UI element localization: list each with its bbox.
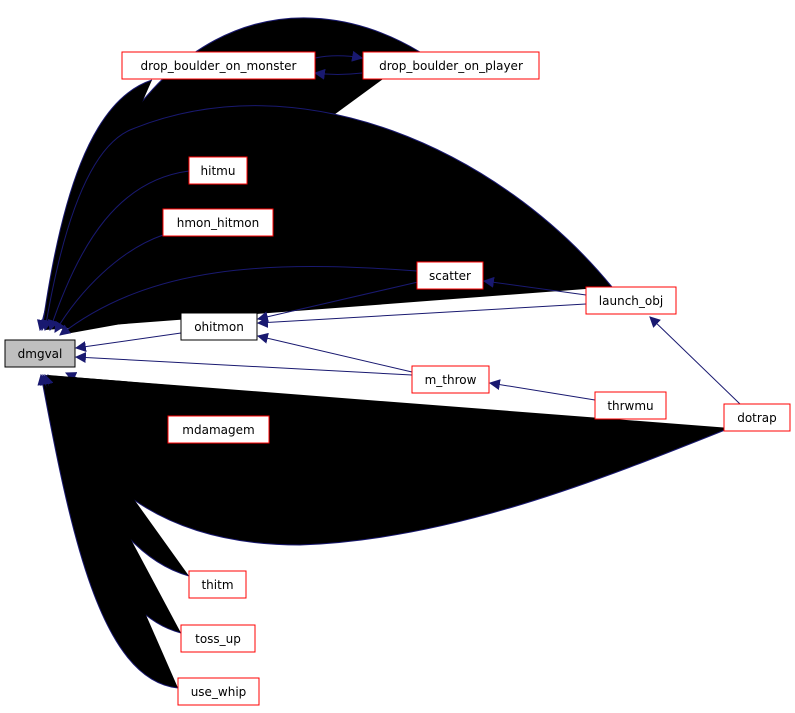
- edge-scatter-to-ohitmon: [256, 281, 419, 323]
- node-drop-boulder-on-player[interactable]: drop_boulder_on_player: [362, 51, 540, 80]
- edge-player-to-monster: [313, 68, 363, 80]
- edge-dotrap-to-launch-obj: [649, 316, 741, 405]
- node-dmgval-box: [4, 339, 76, 368]
- node-use-whip-box: [177, 677, 260, 706]
- node-ohitmon[interactable]: ohitmon: [180, 312, 258, 341]
- node-m-throw-label: m_throw: [425, 373, 477, 387]
- edge-ohitmon-to-dmgval: [74, 332, 182, 353]
- node-scatter-box: [416, 261, 484, 290]
- edge-launch-obj-to-ohitmon: [256, 303, 587, 328]
- node-thrwmu-box: [594, 391, 667, 420]
- edge-thrwmu-to-m-throw: [488, 379, 596, 401]
- node-thitm-box: [188, 570, 247, 599]
- edges: [36, 17, 741, 689]
- node-drop-boulder-on-player-label: drop_boulder_on_player: [379, 59, 523, 73]
- node-toss-up-label: toss_up: [195, 632, 241, 646]
- node-drop-boulder-on-monster[interactable]: drop_boulder_on_monster: [121, 51, 316, 80]
- node-mdamagem-box: [167, 415, 270, 444]
- node-hitmu-label: hitmu: [201, 164, 236, 178]
- node-ohitmon-label: ohitmon: [194, 320, 244, 334]
- node-use-whip-label: use_whip: [191, 685, 247, 699]
- edge-use-whip-to-dmgval: [37, 373, 179, 689]
- node-m-throw[interactable]: m_throw: [411, 365, 490, 394]
- node-thrwmu[interactable]: thrwmu: [594, 391, 667, 420]
- node-scatter[interactable]: scatter: [416, 261, 484, 290]
- node-scatter-label: scatter: [429, 269, 471, 283]
- node-mdamagem-label: mdamagem: [182, 423, 254, 437]
- node-thitm-label: thitm: [201, 578, 233, 592]
- node-toss-up[interactable]: toss_up: [180, 624, 256, 653]
- node-hmon-hitmon-label: hmon_hitmon: [177, 216, 260, 230]
- edge-m-throw-to-dmgval: [74, 352, 413, 376]
- edge-hitmu-to-dmgval: [47, 170, 190, 332]
- edge-scatter-to-dmgval: [59, 266, 418, 336]
- node-thitm[interactable]: thitm: [188, 570, 247, 599]
- node-drop-boulder-on-player-box: [362, 51, 540, 80]
- node-ohitmon-box: [180, 312, 258, 341]
- node-dmgval[interactable]: dmgval: [4, 339, 76, 368]
- edge-launch-obj-to-scatter: [482, 276, 587, 296]
- node-hitmu-box: [188, 156, 248, 185]
- node-launch-obj-box: [585, 286, 677, 315]
- node-dotrap-label: dotrap: [737, 411, 777, 425]
- node-thrwmu-label: thrwmu: [607, 399, 653, 413]
- node-toss-up-box: [180, 624, 256, 653]
- node-hitmu[interactable]: hitmu: [188, 156, 248, 185]
- edge-m-throw-to-ohitmon: [256, 332, 413, 373]
- node-hmon-hitmon-box: [162, 208, 274, 237]
- edge-hmon-hitmon-to-dmgval: [54, 234, 164, 333]
- node-use-whip[interactable]: use_whip: [177, 677, 260, 706]
- node-hmon-hitmon[interactable]: hmon_hitmon: [162, 208, 274, 237]
- node-dmgval-label: dmgval: [18, 347, 63, 361]
- node-drop-boulder-on-monster-box: [121, 51, 316, 80]
- node-mdamagem[interactable]: mdamagem: [167, 415, 270, 444]
- node-m-throw-box: [411, 365, 490, 394]
- node-launch-obj-label: launch_obj: [599, 294, 663, 308]
- node-drop-boulder-on-monster-label: drop_boulder_on_monster: [141, 59, 297, 73]
- edge-monster-to-player: [314, 50, 364, 62]
- node-dotrap[interactable]: dotrap: [723, 403, 791, 432]
- node-launch-obj[interactable]: launch_obj: [585, 286, 677, 315]
- node-dotrap-box: [723, 403, 791, 432]
